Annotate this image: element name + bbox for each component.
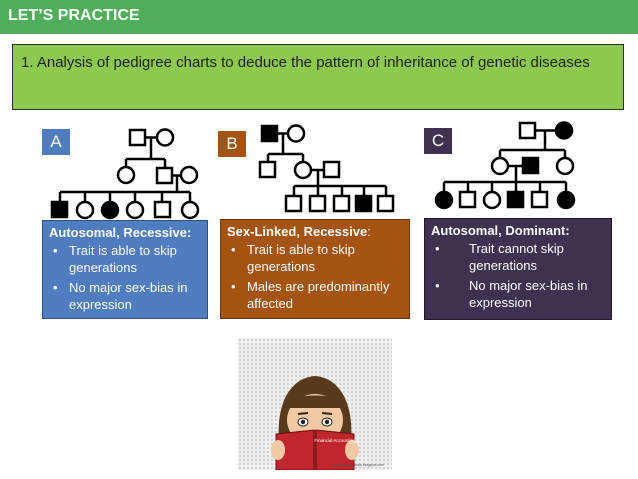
pedigree-male	[322, 160, 341, 179]
slide-title: LET’S PRACTICE	[8, 7, 140, 24]
pedigree-female	[555, 156, 575, 176]
pedigree-male	[518, 121, 537, 140]
pedigree-affected-male	[521, 156, 540, 175]
pedigree-female	[179, 165, 199, 185]
panel-c-bullet: •No major sex-bias in expression	[435, 278, 588, 310]
title-bar: LET’S PRACTICE	[0, 0, 638, 34]
question-text: 1. Analysis of pedigree charts to deduce…	[21, 54, 590, 71]
book-title: Financial Accounting	[314, 438, 356, 443]
pedigree-affected-female	[100, 200, 120, 220]
pedigree-male	[530, 190, 549, 209]
pedigree-female	[286, 124, 306, 143]
pedigree-affected-male	[506, 190, 525, 209]
pedigree-affected-female	[434, 190, 454, 210]
panel-c-heading: Autosomal, Dominant:	[431, 223, 570, 238]
panel-b-heading: Sex-Linked, Recessive:	[227, 224, 371, 239]
pedigree-affected-female	[554, 121, 574, 140]
panel-a-bullet: •No major sex-bias in expression	[53, 280, 188, 312]
question-box: 1. Analysis of pedigree charts to deduce…	[12, 44, 624, 110]
pedigree-female	[293, 160, 313, 180]
pedigree-female	[116, 165, 136, 185]
panel-a-bullet: •Trait is able to skip generations	[53, 243, 177, 275]
reading-student-image: Financial Accounting www.cartoonstudio.b…	[238, 338, 392, 470]
image-caption: www.cartoonstudio.blogspot.com	[332, 463, 385, 467]
pedigree-male	[128, 128, 147, 147]
pedigree-male	[458, 190, 477, 209]
pedigree-female	[482, 190, 502, 210]
pedigree-chart-a	[50, 128, 200, 220]
panel-c-box: Autosomal, Dominant: •Trait cannot skip …	[424, 218, 612, 320]
pedigree-male	[332, 194, 351, 213]
pedigree-female	[490, 156, 510, 176]
pedigree-affected-male	[260, 124, 279, 143]
pedigree-chart-c	[434, 121, 576, 210]
pedigree-female	[180, 200, 200, 220]
pedigree-male	[284, 194, 303, 213]
panel-b-letter: B	[218, 131, 246, 157]
pedigree-affected-female	[556, 190, 576, 210]
pedigree-chart-b	[258, 124, 395, 213]
panel-b-box: Sex-Linked, Recessive: •Trait is able to…	[220, 219, 410, 319]
pedigree-male	[308, 194, 327, 213]
pedigree-male	[155, 166, 174, 185]
panel-c-bullet: •Trait cannot skip generations	[435, 241, 564, 273]
panel-a-box: Autosomal, Recessive: •Trait is able to …	[42, 220, 208, 319]
pedigree-affected-male	[354, 194, 373, 213]
pedigree-female	[75, 200, 95, 220]
pedigree-male	[376, 194, 395, 213]
pedigree-male	[153, 200, 172, 219]
panel-b-bullet: •Trait is able to skip generations	[231, 242, 355, 274]
panel-b-bullet: •Males are predominantly affected	[231, 279, 390, 311]
pedigree-female	[155, 128, 175, 147]
panel-a-heading: Autosomal, Recessive:	[49, 225, 192, 240]
panel-a-letter: A	[42, 129, 70, 155]
panel-c-letter: C	[424, 128, 452, 154]
pedigree-male	[258, 160, 277, 179]
pedigree-affected-male	[50, 200, 69, 219]
pedigree-female	[125, 200, 145, 220]
